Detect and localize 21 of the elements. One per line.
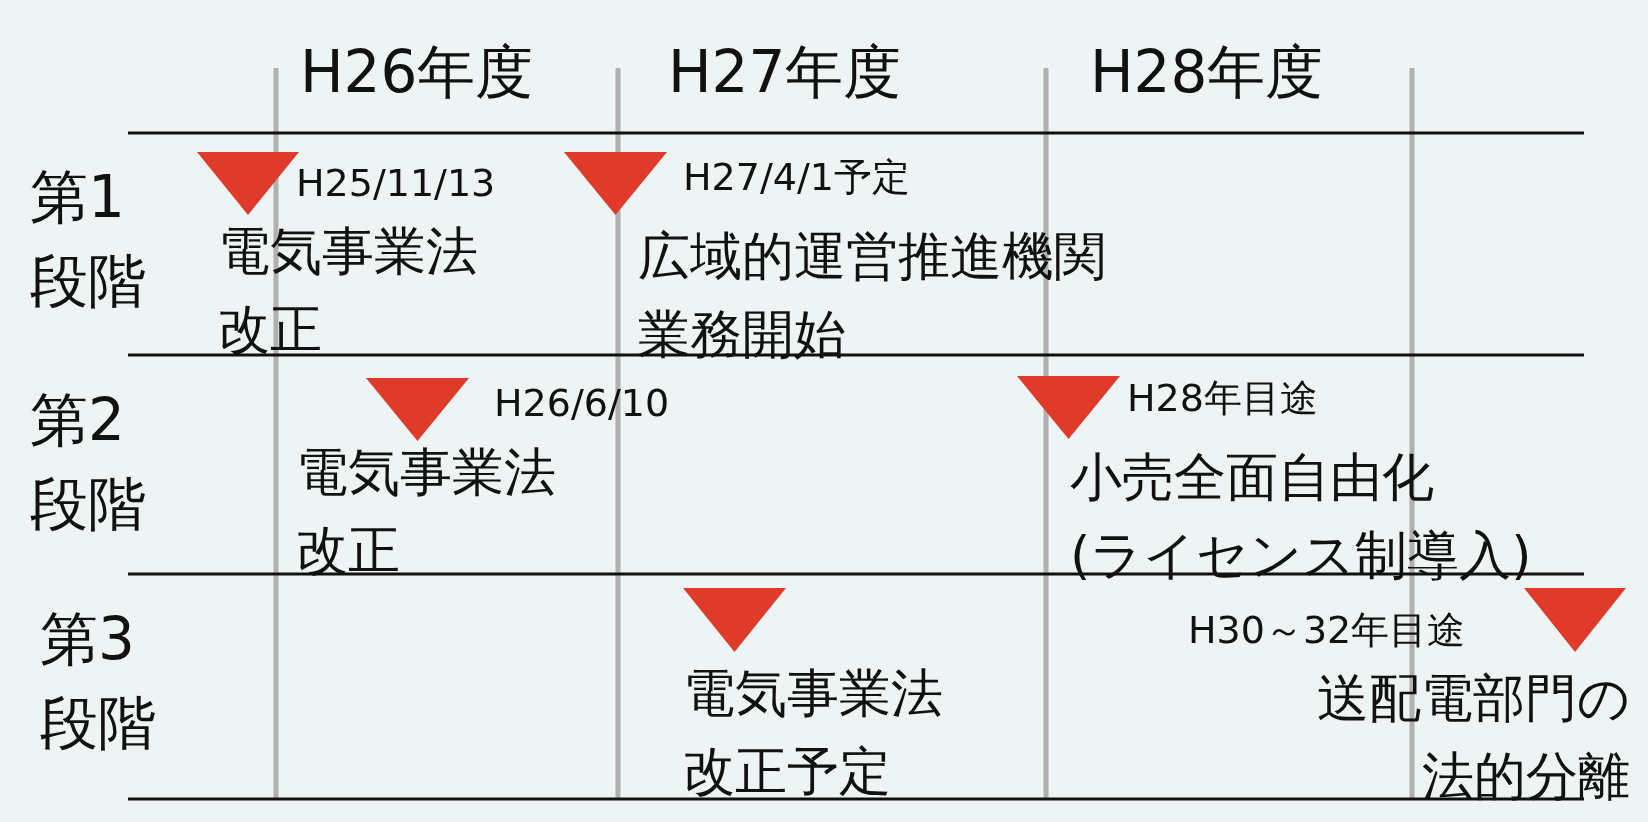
event-text: 送配電部門の法的分離 <box>1316 667 1630 808</box>
milestone-marker <box>683 588 786 652</box>
event-text: 電気事業法改正 <box>218 220 479 361</box>
date-label: H25/11/13 <box>296 161 497 207</box>
milestone-marker <box>1524 588 1626 652</box>
event-text: 電気事業法改正 <box>296 441 557 582</box>
milestone-marker <box>366 378 469 441</box>
column-header: H28年度 <box>1090 38 1325 108</box>
date-label: H30～32年目途 <box>1188 608 1467 654</box>
date-label: H28年目途 <box>1127 376 1319 422</box>
date-label: H26/6/10 <box>494 381 671 427</box>
milestone-marker <box>564 152 667 215</box>
event-text: 電気事業法改正予定 <box>683 662 944 803</box>
column-header: H26年度 <box>300 38 535 108</box>
stage-label: 第2段階 <box>30 385 147 541</box>
milestone-marker <box>1017 376 1120 439</box>
stage-label: 第3段階 <box>40 604 157 760</box>
column-header: H27年度 <box>668 38 903 108</box>
stage-label: 第1段階 <box>30 162 147 318</box>
date-label: H27/4/1予定 <box>683 155 911 201</box>
milestone-marker <box>197 152 299 215</box>
